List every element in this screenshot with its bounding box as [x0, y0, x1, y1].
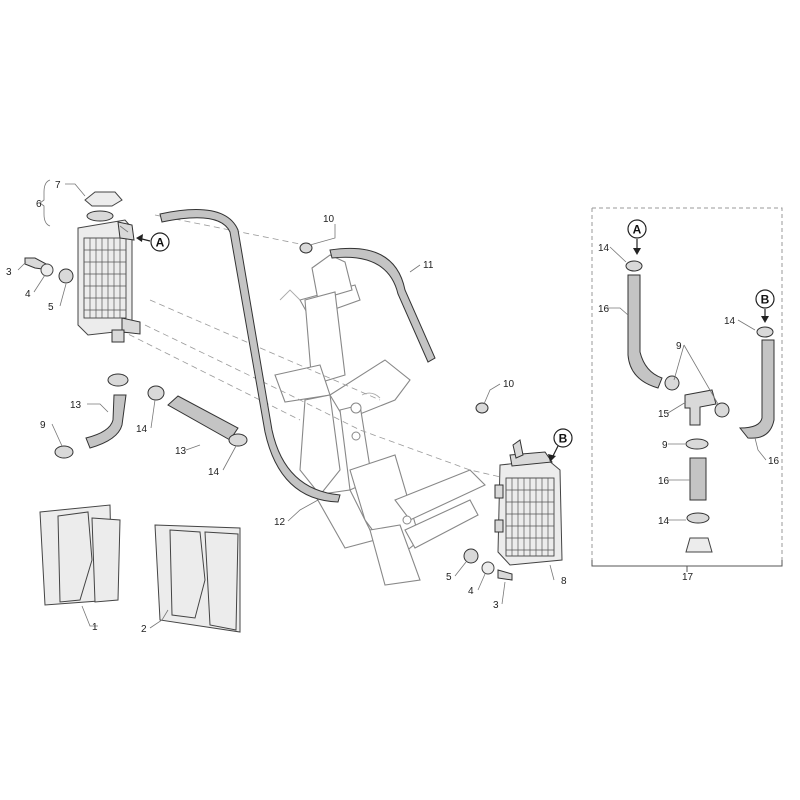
right-fasteners [463, 548, 513, 581]
callout-5-right: 5 [446, 572, 452, 583]
callout-5-left: 5 [48, 302, 54, 313]
callout-4-right: 4 [468, 586, 474, 597]
callout-14-a: 14 [136, 424, 148, 435]
svg-text:A: A [156, 236, 165, 250]
detail-box [591, 207, 783, 572]
marker-a-detail: A [627, 219, 647, 255]
callout-9-left: 9 [40, 420, 46, 431]
callout-9-detail-b: 9 [662, 440, 668, 451]
marker-a-main: A [136, 232, 170, 252]
radiator-cap [84, 191, 123, 207]
hose-13a [85, 394, 127, 449]
callout-labels: 7 6 3 4 5 10 11 10 13 9 14 13 14 12 1 2 … [6, 180, 780, 635]
marker-b-detail: B [755, 289, 775, 323]
leader-lines [17, 179, 767, 629]
callout-1: 1 [92, 622, 98, 633]
hose-12 [159, 209, 341, 503]
callout-10-top: 10 [323, 214, 335, 225]
callout-9-detail-a: 9 [676, 341, 682, 352]
callout-10-mid: 10 [503, 379, 515, 390]
left-shroud [39, 504, 121, 606]
callout-12: 12 [274, 517, 286, 528]
svg-text:B: B [761, 293, 770, 307]
callout-11: 11 [423, 260, 434, 271]
callout-17: 17 [682, 572, 694, 583]
callout-3-left: 3 [6, 267, 12, 278]
right-radiator [494, 439, 563, 566]
marker-b-main: B [548, 428, 573, 462]
hose-13b [167, 395, 239, 441]
callout-16-detail-b: 16 [658, 476, 670, 487]
left-radiator [77, 210, 141, 343]
right-shroud [154, 524, 241, 633]
hose-11 [329, 247, 436, 363]
motorcycle-frame [274, 254, 486, 586]
phantom-lines [119, 214, 506, 479]
callout-2: 2 [141, 624, 147, 635]
callout-13-a: 13 [70, 400, 82, 411]
callout-14-detail-a: 14 [598, 243, 610, 254]
left-fasteners [24, 257, 74, 284]
callout-16-detail-c: 16 [768, 456, 780, 467]
callout-6: 6 [36, 199, 42, 210]
callout-16-detail-a: 16 [598, 304, 610, 315]
callout-4-left: 4 [25, 289, 31, 300]
callout-14-detail-b: 14 [724, 316, 736, 327]
callout-13-b: 13 [175, 446, 187, 457]
callout-15: 15 [658, 409, 670, 420]
callout-14-b: 14 [208, 467, 220, 478]
callout-3-right: 3 [493, 600, 499, 611]
clamps [54, 242, 489, 459]
callout-8: 8 [561, 576, 567, 587]
svg-text:B: B [559, 432, 568, 446]
callout-14-detail-c: 14 [658, 516, 670, 527]
svg-text:A: A [633, 223, 642, 237]
callout-7: 7 [55, 180, 61, 191]
